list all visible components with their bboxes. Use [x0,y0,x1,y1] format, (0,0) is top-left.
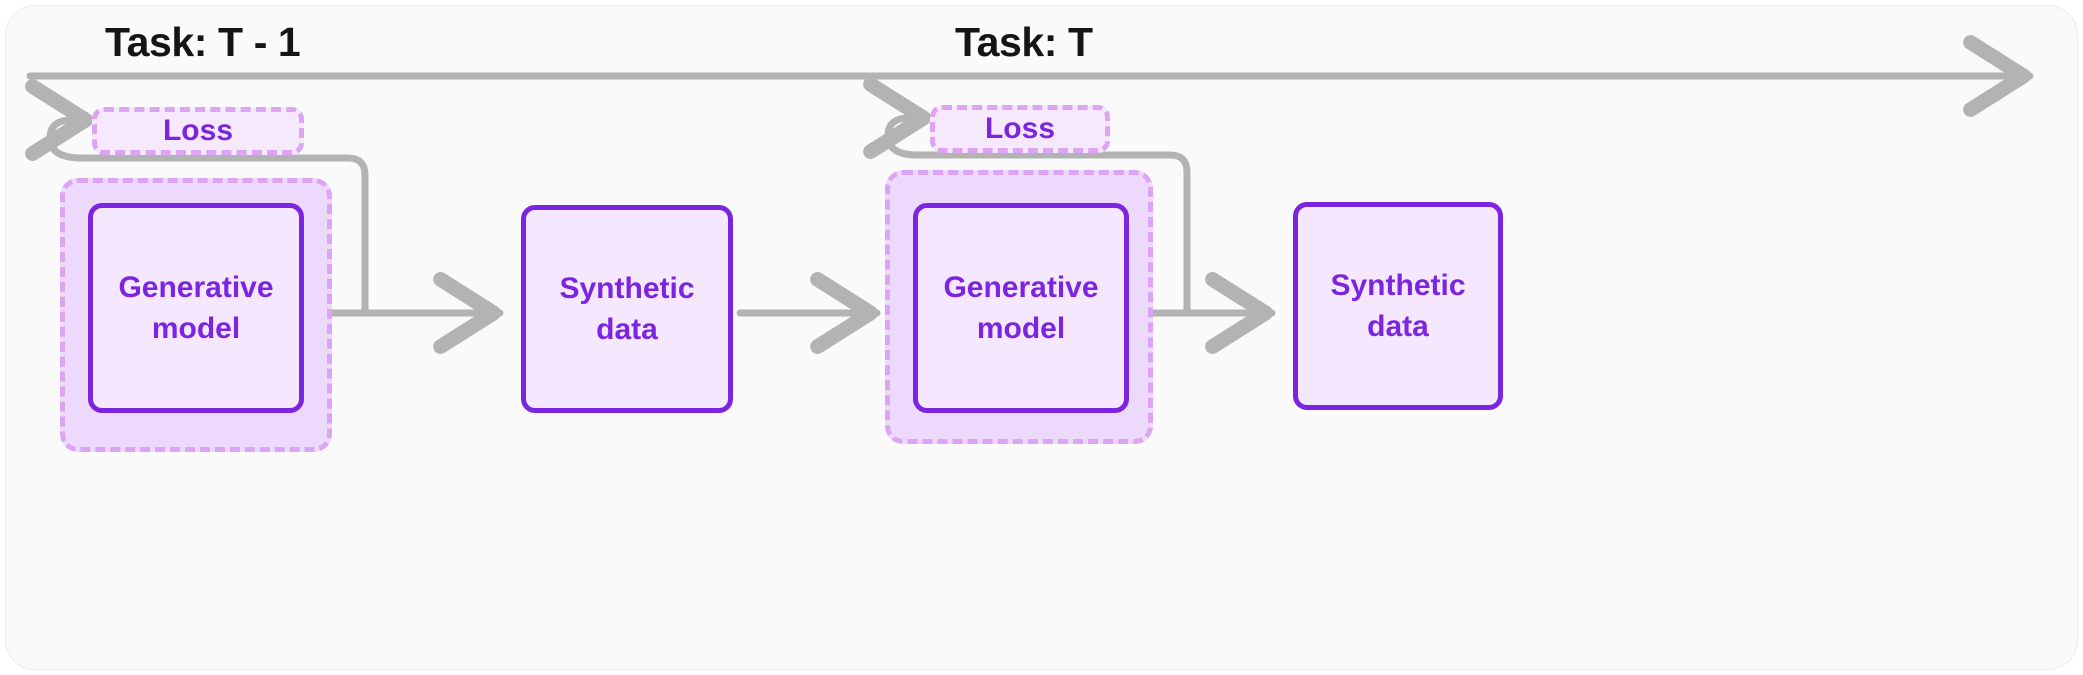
synthetic-data-box-1[interactable]: Synthetic data [521,205,733,413]
loss-box-2[interactable]: Loss [930,105,1110,153]
loss-box-1[interactable]: Loss [92,107,304,155]
generative-model-box-1[interactable]: Generative model [88,203,304,413]
synthetic-data-box-2[interactable]: Synthetic data [1293,202,1503,410]
generative-model-box-2[interactable]: Generative model [913,203,1129,413]
task-title-t: Task: T [955,19,1093,65]
task-title-t-minus-1: Task: T - 1 [105,19,301,65]
